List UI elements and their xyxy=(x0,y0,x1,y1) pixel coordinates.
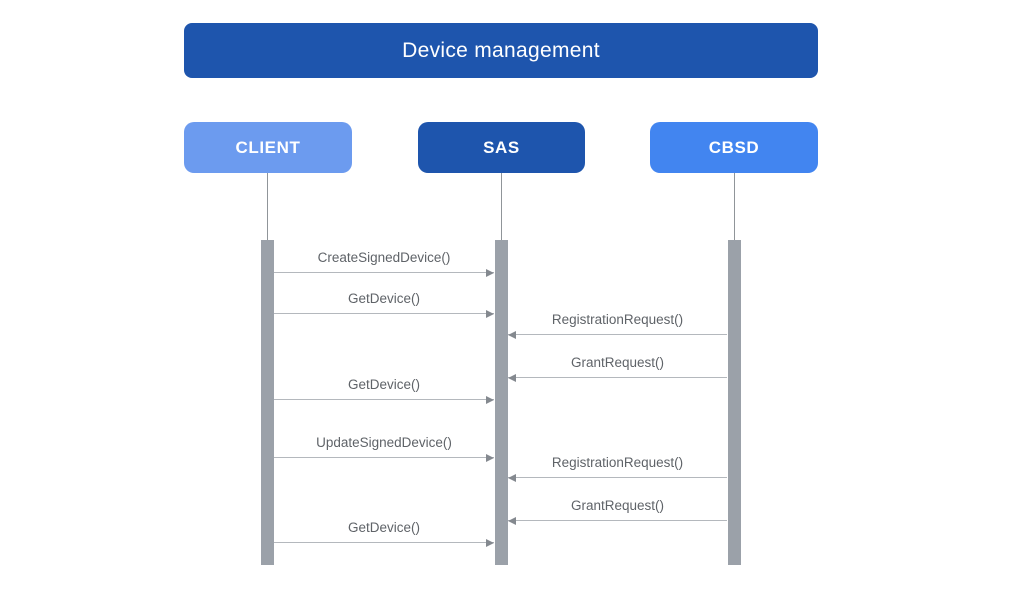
message-arrowhead xyxy=(508,331,516,339)
activation-bar-sas xyxy=(495,240,508,565)
message-arrowhead xyxy=(508,474,516,482)
actor-label-client: CLIENT xyxy=(235,137,301,157)
lifeline-sas xyxy=(501,173,502,240)
message-arrowhead xyxy=(486,310,494,318)
message-arrow-line xyxy=(274,457,494,458)
actor-box-cbsd: CBSD xyxy=(650,122,818,173)
message-label: GetDevice() xyxy=(347,520,420,535)
actor-box-sas: SAS xyxy=(418,122,585,173)
message-arrow-line xyxy=(508,520,727,521)
message-arrowhead xyxy=(486,454,494,462)
message-label: UpdateSignedDevice() xyxy=(316,435,452,450)
actor-label-cbsd: CBSD xyxy=(708,137,760,157)
message-label: GrantRequest() xyxy=(570,355,665,370)
message-label: CreateSignedDevice() xyxy=(317,250,451,265)
message-label: RegistrationRequest() xyxy=(551,312,684,327)
actor-box-client: CLIENT xyxy=(184,122,352,173)
lifeline-client xyxy=(267,173,268,240)
message-arrowhead xyxy=(486,269,494,277)
message-label: GetDevice() xyxy=(347,377,420,392)
message-arrowhead xyxy=(508,517,516,525)
diagram-title-banner: Device management xyxy=(184,23,818,78)
message-arrowhead xyxy=(486,396,494,404)
diagram-title: Device management xyxy=(402,38,600,62)
lifeline-cbsd xyxy=(734,173,735,240)
message-label: GetDevice() xyxy=(347,291,420,306)
message-arrow-line xyxy=(274,272,494,273)
message-arrow-line xyxy=(274,542,494,543)
activation-bar-client xyxy=(261,240,274,565)
message-arrowhead xyxy=(486,539,494,547)
message-arrow-line xyxy=(274,399,494,400)
actor-label-sas: SAS xyxy=(483,137,520,157)
message-arrow-line xyxy=(508,477,727,478)
message-arrow-line xyxy=(508,334,727,335)
message-label: GrantRequest() xyxy=(570,498,665,513)
message-arrow-line xyxy=(274,313,494,314)
message-arrow-line xyxy=(508,377,727,378)
activation-bar-cbsd xyxy=(728,240,741,565)
message-label: RegistrationRequest() xyxy=(551,455,684,470)
message-arrowhead xyxy=(508,374,516,382)
